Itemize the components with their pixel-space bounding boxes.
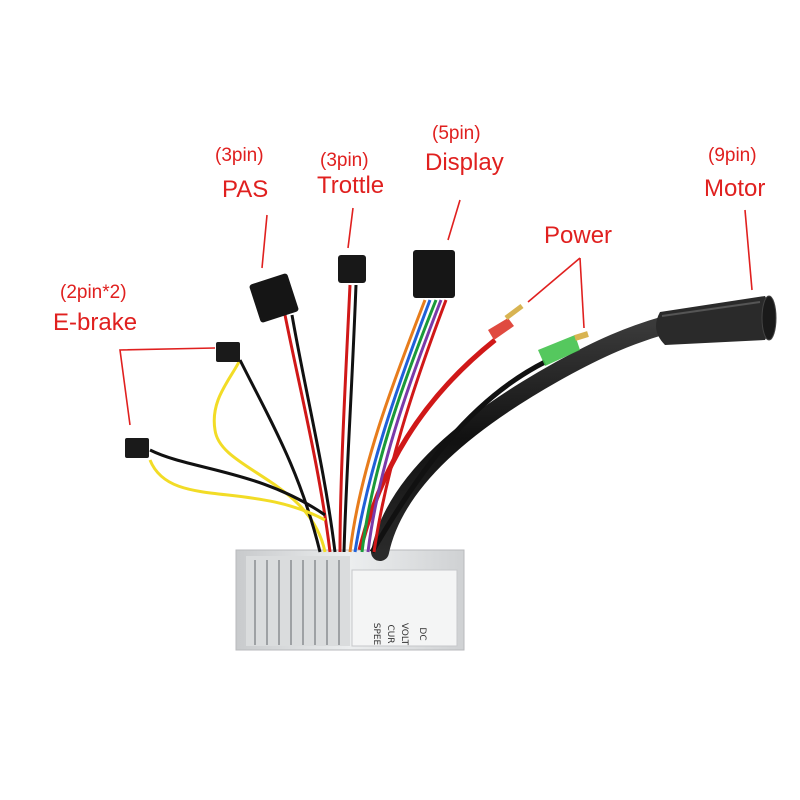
controller-label-line-3: CUR [385,624,395,643]
pas-pins-label: (3pin) [215,145,264,166]
throttle-pins-label: (3pin) [320,150,369,171]
throttle-name-label: Trottle [317,172,385,199]
pas-harness [283,314,337,553]
controller-label-line-2: VOLT [399,623,409,646]
power-name-label: Power [544,222,613,249]
power-wires [357,304,589,554]
display-harness [348,299,448,553]
controller-label-line-4: SPEE [371,623,381,646]
controller-housing: DC VOLT CUR SPEE [235,549,465,651]
pas-name-label: PAS [222,176,269,203]
motor-pins-label: (9pin) [708,145,757,166]
ebrake-name-label: E-brake [53,309,138,336]
heatsink-fins [254,560,340,645]
display-pins-label: (5pin) [432,123,481,144]
display-plug [413,250,455,298]
ebrake-plug-upper [216,342,240,362]
pas-plug [249,273,299,323]
ebrake-plug-lower [125,438,149,458]
leader-lines [119,199,753,426]
throttle-plug [338,255,366,283]
display-name-label: Display [425,149,504,176]
motor-name-label: Motor [704,175,766,202]
throttle-harness [338,284,358,553]
controller-label-line-1: DC [417,627,427,640]
ebrake-harness [148,359,327,553]
ebrake-pins-label: (2pin*2) [60,282,127,303]
